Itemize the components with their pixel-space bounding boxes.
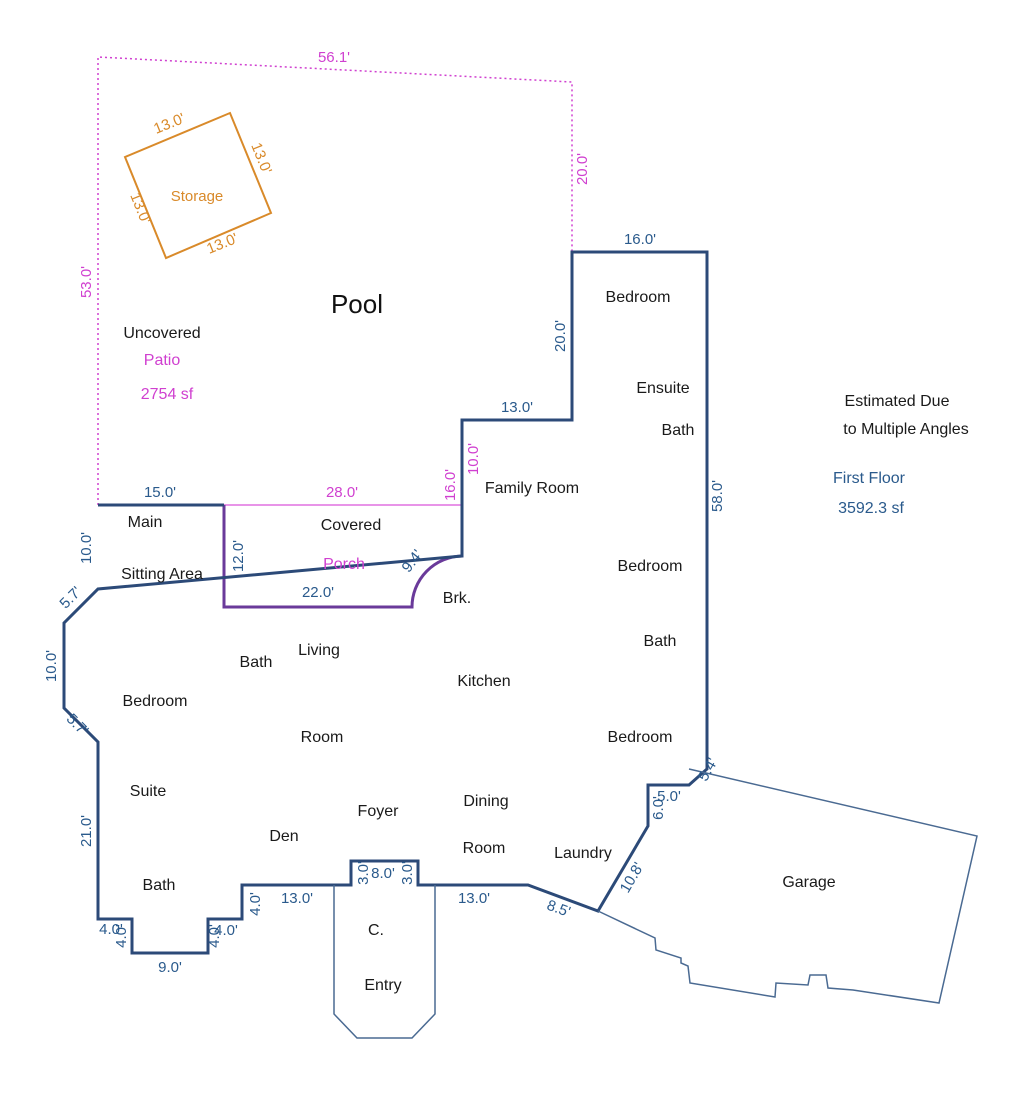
dim-13-0-mid: 13.0': [501, 399, 533, 416]
dim-20-0-blue: 20.0': [552, 320, 569, 352]
room-bedroom-top: Bedroom: [606, 289, 671, 306]
dim-storage-left: 13.0': [126, 190, 154, 226]
dim-4-0-b: 4.0': [113, 924, 130, 948]
patio-label: Patio: [144, 352, 181, 369]
dim-3-0-b: 3.0': [399, 861, 416, 885]
room-bedroom-left: Bedroom: [123, 693, 188, 710]
room-family-room: Family Room: [485, 480, 579, 497]
uncovered-label: Uncovered: [123, 325, 200, 342]
dim-10-0-left: 10.0': [78, 532, 95, 564]
dim-58-0: 58.0': [709, 480, 726, 512]
dim-13-0-left: 13.0': [281, 890, 313, 907]
dim-3-0-a: 3.0': [355, 861, 372, 885]
garage-outline: [597, 768, 978, 1004]
dim-6-0: 6.0': [650, 796, 667, 820]
covered-label: Covered: [321, 517, 381, 534]
room-dining: Dining: [463, 793, 508, 810]
room-dining-room: Room: [463, 840, 506, 857]
room-garage: Garage: [782, 874, 835, 891]
room-entry: Entry: [364, 977, 401, 994]
dim-5-0: 5.0': [657, 788, 681, 805]
room-suite: Suite: [130, 783, 167, 800]
room-ensuite-bath: Bath: [662, 422, 695, 439]
room-den: Den: [269, 828, 298, 845]
dim-22-0: 22.0': [302, 584, 334, 601]
entry-outline: [333, 885, 436, 1039]
dim-12-0: 12.0': [230, 540, 247, 572]
patio-boundary: [97, 56, 573, 505]
dim-4-0-c: 4.0': [206, 924, 223, 948]
dim-9-0: 9.0': [158, 959, 182, 976]
storage-outline: [123, 111, 273, 260]
dim-53-0: 53.0': [78, 266, 95, 298]
dim-15-0: 15.0': [144, 484, 176, 501]
dim-8-0: 8.0': [371, 865, 395, 882]
patio-area: 2754 sf: [141, 386, 194, 403]
dim-16-0-pink: 16.0': [442, 469, 459, 501]
room-sitting-area: Sitting Area: [121, 566, 203, 583]
room-kitchen: Kitchen: [457, 673, 510, 690]
room-bath-left: Bath: [240, 654, 273, 671]
dim-13-0-right: 13.0': [458, 890, 490, 907]
dim-10-0-pink: 10.0': [465, 443, 482, 475]
room-living: Living: [298, 642, 340, 659]
first-floor-label: First Floor: [833, 470, 906, 487]
estimated-note-line1: Estimated Due: [845, 393, 950, 410]
storage-label: Storage: [171, 188, 224, 205]
room-bedroom-right: Bedroom: [608, 729, 673, 746]
dim-4-0-a: 4.0': [99, 921, 123, 938]
dim-4-0-d: 4.0': [214, 922, 238, 939]
dim-21-0: 21.0': [78, 815, 95, 847]
room-ensuite: Ensuite: [636, 380, 689, 397]
dim-20-0-pink: 20.0': [574, 153, 591, 185]
room-c: C.: [368, 922, 384, 939]
house-outline: [62, 250, 709, 955]
dim-28-0: 28.0': [326, 484, 358, 501]
room-bedroom-mid: Bedroom: [618, 558, 683, 575]
dim-10-0-left2: 10.0': [43, 650, 60, 682]
pool-label: Pool: [331, 289, 383, 319]
porch-label: Porch: [323, 556, 365, 573]
room-living-room: Room: [301, 729, 344, 746]
room-main: Main: [128, 514, 163, 531]
first-floor-area: 3592.3 sf: [838, 500, 904, 517]
dim-9-4: 9.4': [398, 547, 426, 576]
room-laundry: Laundry: [554, 845, 612, 862]
dim-16-0-top: 16.0': [624, 231, 656, 248]
dim-storage-bottom: 13.0': [204, 230, 240, 258]
dim-4-0-e: 4.0': [247, 892, 264, 916]
room-brk: Brk.: [443, 590, 471, 607]
dim-5-4: 5.4': [695, 755, 722, 784]
dim-56-1: 56.1': [318, 49, 350, 66]
estimated-note-line2: to Multiple Angles: [843, 421, 968, 438]
room-bath-bottom: Bath: [143, 877, 176, 894]
dim-5-7-bottom: 5.7': [63, 710, 92, 739]
room-foyer: Foyer: [358, 803, 400, 820]
room-bath-right: Bath: [644, 633, 677, 650]
dim-10-8: 10.8': [617, 860, 648, 896]
dim-storage-right: 13.0': [247, 140, 275, 176]
